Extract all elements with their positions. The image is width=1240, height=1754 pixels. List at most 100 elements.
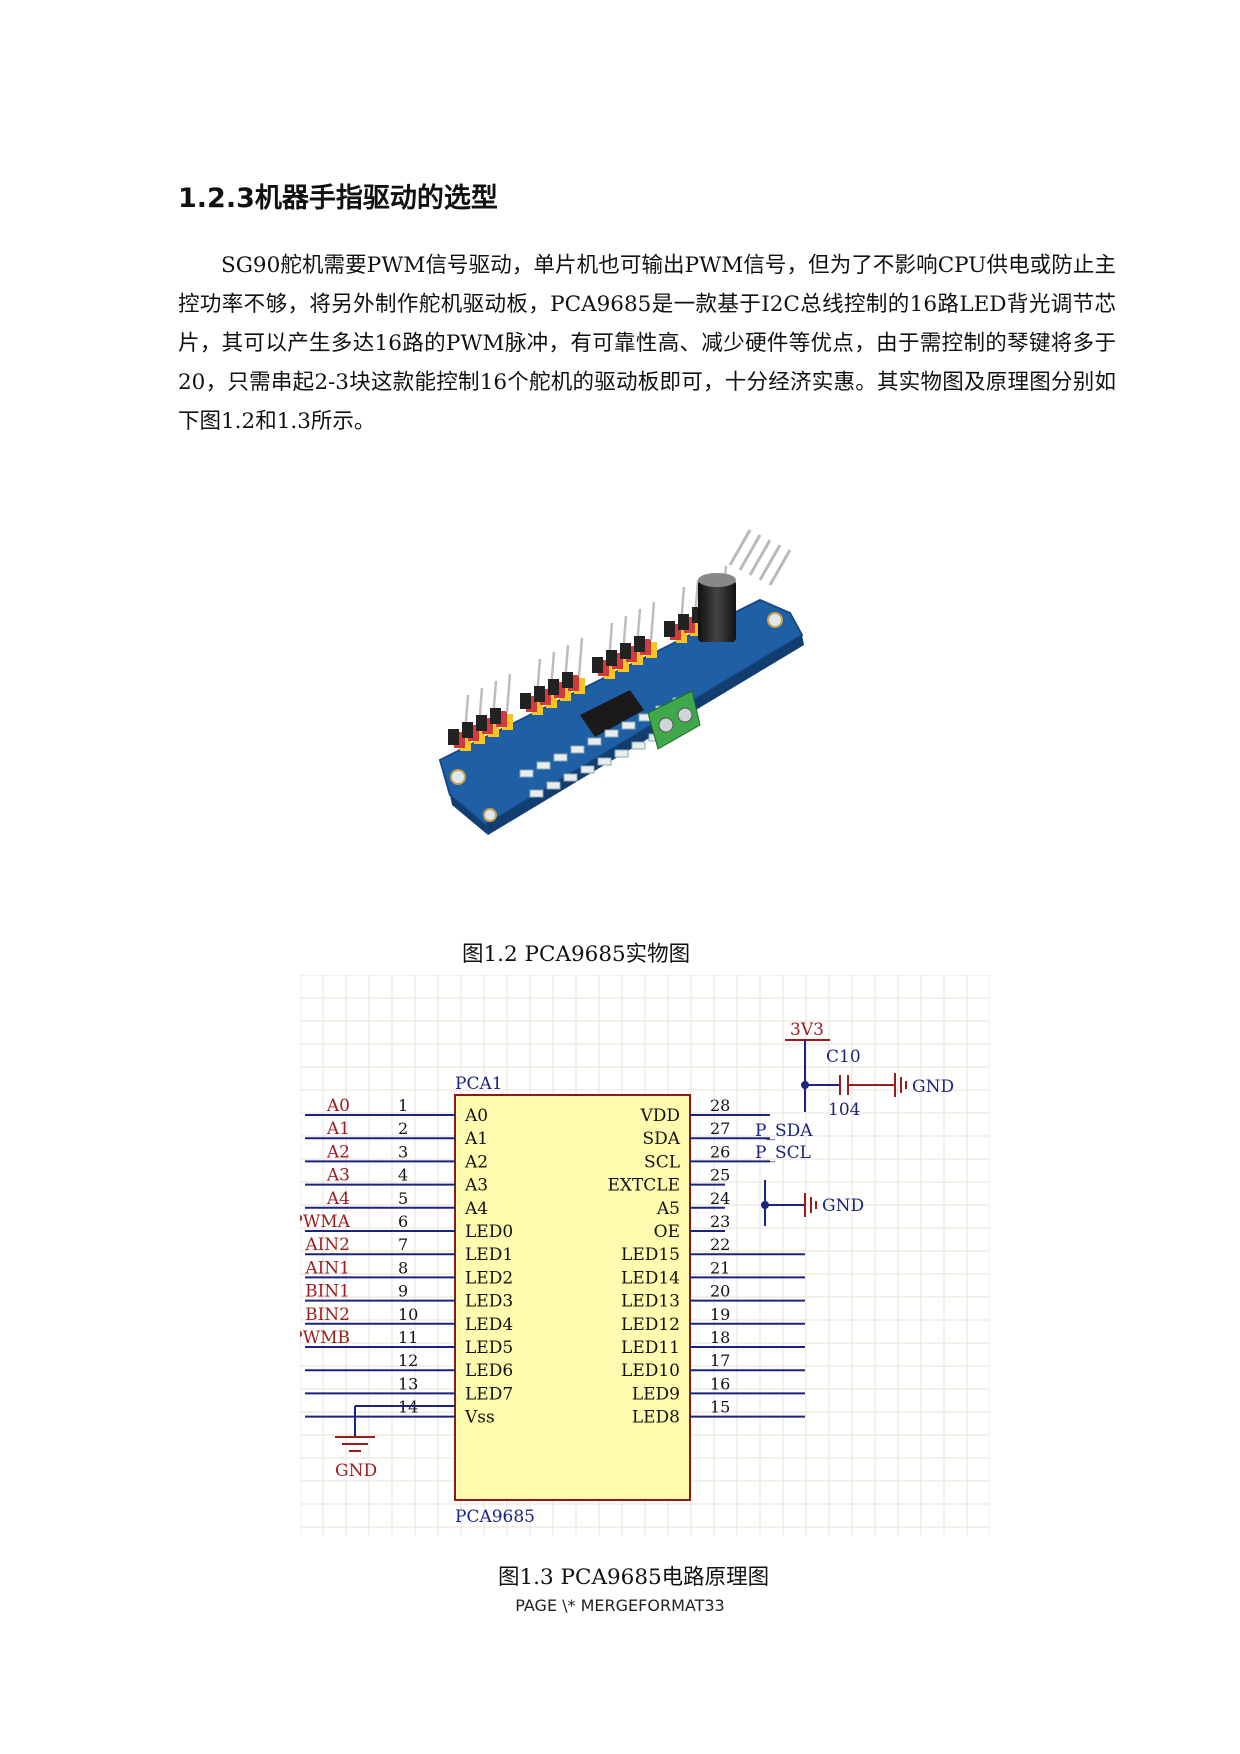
header-block xyxy=(546,692,557,708)
pin-name: LED14 xyxy=(621,1268,680,1288)
pin-name: A4 xyxy=(464,1199,488,1219)
pin-number: 11 xyxy=(398,1328,418,1347)
header-block xyxy=(534,686,545,702)
resistor xyxy=(546,781,561,790)
gnd-label-oe: GND xyxy=(822,1196,864,1216)
terminal-block xyxy=(647,690,701,750)
header-block xyxy=(664,621,675,637)
header-block xyxy=(448,729,459,745)
header-block xyxy=(604,663,615,679)
pin-number: 9 xyxy=(398,1282,408,1301)
pin-number: 17 xyxy=(710,1351,730,1370)
pin-number: 26 xyxy=(710,1142,730,1161)
pca9685-schematic: PCA1 PCA9685 1A0A02A1A13A2A24A3A35A4A46L… xyxy=(300,975,990,1535)
pin-number: 22 xyxy=(710,1235,730,1254)
pin-name: LED1 xyxy=(465,1245,513,1265)
header-pin xyxy=(577,637,584,677)
chip-part-name: PCA9685 xyxy=(455,1507,535,1527)
pin-name: LED11 xyxy=(621,1338,680,1358)
header-block xyxy=(646,642,657,658)
resistor xyxy=(563,773,578,782)
pin-number: 13 xyxy=(398,1374,418,1393)
pin-headers xyxy=(448,565,729,751)
net-label: PWMB xyxy=(300,1328,350,1348)
pin-number: 2 xyxy=(398,1119,408,1138)
header-block xyxy=(618,656,629,672)
pin-number: 20 xyxy=(710,1282,730,1301)
page-footer: PAGE \* MERGEFORMAT33 xyxy=(515,1596,725,1615)
pin-name: Vss xyxy=(464,1408,495,1428)
net-label: PWMA xyxy=(300,1212,351,1232)
header-block xyxy=(690,620,701,636)
header-block xyxy=(496,711,507,727)
header-block xyxy=(540,689,551,705)
pin-number: 28 xyxy=(710,1096,730,1115)
body-paragraph: SG90舵机需要PWM信号驱动，单片机也可输出PWM信号，但为了不影响CPU供电… xyxy=(178,253,1116,434)
pin-number: 4 xyxy=(398,1166,408,1185)
header-block xyxy=(612,653,623,669)
pin-number: 5 xyxy=(398,1189,408,1208)
header-block xyxy=(562,672,573,688)
pin-name: LED4 xyxy=(465,1315,513,1335)
pin-name: A3 xyxy=(464,1176,488,1196)
header-block xyxy=(526,696,537,712)
resistor xyxy=(614,749,629,758)
net-scl-label: P_SCL xyxy=(755,1143,811,1163)
header-pin xyxy=(505,673,512,713)
pin-name: LED9 xyxy=(632,1384,680,1404)
header-block xyxy=(502,714,513,730)
gnd-label-vss: GND xyxy=(335,1461,377,1481)
pca9685-board-photo xyxy=(438,529,804,835)
power-section: 3V3 C10 104 GND xyxy=(785,1020,954,1120)
left-pin-6: 6LED0PWMA xyxy=(300,1212,513,1242)
header-block xyxy=(460,735,471,751)
left-pin-group: 1A0A02A1A13A2A24A3A35A4A46LED0PWMA7LED1A… xyxy=(300,1096,513,1428)
header-block xyxy=(490,708,501,724)
header-block xyxy=(560,685,571,701)
header-block xyxy=(568,675,579,691)
resistor xyxy=(621,721,636,730)
header-block xyxy=(678,614,689,630)
net-label: A1 xyxy=(326,1119,350,1139)
power-label: 3V3 xyxy=(790,1020,824,1040)
header-block xyxy=(670,624,681,640)
cap-designator: C10 xyxy=(826,1047,861,1067)
net-label: A4 xyxy=(326,1189,350,1209)
pin-number: 25 xyxy=(710,1166,730,1185)
pin-name: LED8 xyxy=(632,1408,680,1428)
header-block xyxy=(476,715,487,731)
pin-name: LED15 xyxy=(621,1245,680,1265)
capacitor xyxy=(698,573,736,642)
resistor xyxy=(587,737,602,746)
resistor xyxy=(553,753,568,762)
header-block xyxy=(468,725,479,741)
cap-value: 104 xyxy=(828,1100,860,1120)
net-label: AIN2 xyxy=(304,1235,350,1255)
pin-number: 1 xyxy=(398,1096,408,1115)
header-block xyxy=(574,678,585,694)
resistor xyxy=(631,741,646,750)
header-block xyxy=(632,649,643,665)
header-block xyxy=(454,732,465,748)
net-label: A0 xyxy=(326,1096,350,1116)
pin-number: 14 xyxy=(398,1398,418,1417)
header-block xyxy=(520,693,531,709)
resistor xyxy=(519,769,534,778)
header-block xyxy=(676,627,687,643)
header-block xyxy=(640,639,651,655)
resistor xyxy=(570,745,585,754)
